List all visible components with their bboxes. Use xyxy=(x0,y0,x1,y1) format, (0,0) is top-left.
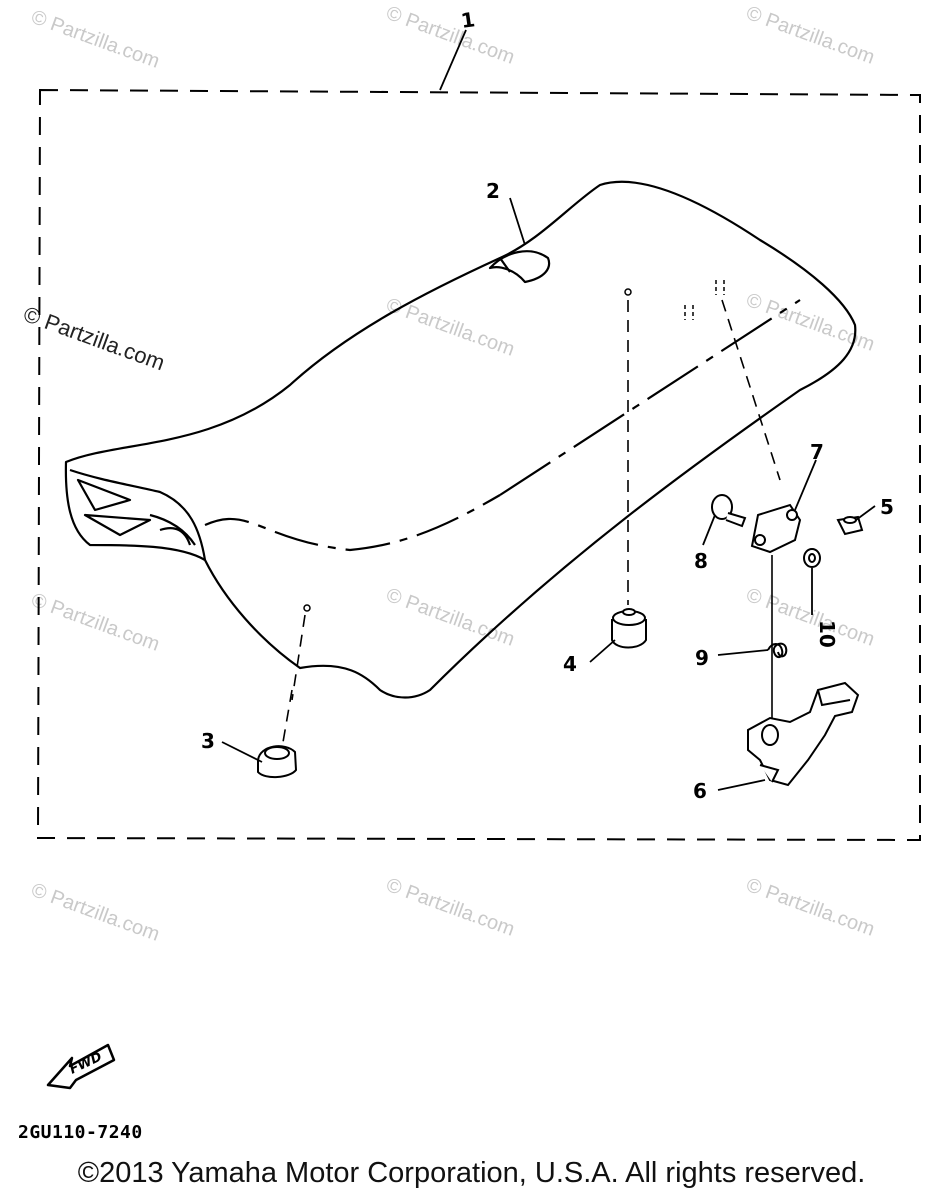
leader-lines xyxy=(221,29,876,791)
watermark: © Partzilla.com xyxy=(28,879,162,946)
callout-1: 1 xyxy=(459,7,476,33)
assembly-boundary xyxy=(36,88,921,842)
watermark: © Partzilla.com xyxy=(28,589,162,656)
callout-6: 6 xyxy=(693,779,707,803)
watermark: © Partzilla.com xyxy=(383,2,517,69)
watermark: © Partzilla.com xyxy=(383,874,517,941)
seat-assembly xyxy=(64,180,857,699)
callout-labels: 1 2 3 4 5 6 7 8 9 10 xyxy=(201,7,894,803)
watermarks: © Partzilla.com © Partzilla.com © Partzi… xyxy=(20,2,877,946)
bracket-part-7 xyxy=(750,503,802,554)
watermark: © Partzilla.com xyxy=(28,6,162,73)
watermark: © Partzilla.com xyxy=(20,301,168,375)
watermark: © Partzilla.com xyxy=(743,584,877,651)
watermark: © Partzilla.com xyxy=(743,2,877,69)
callout-7: 7 xyxy=(810,440,824,464)
callout-10: 10 xyxy=(815,620,839,648)
watermark: © Partzilla.com xyxy=(743,874,877,941)
fwd-arrow-icon: FWD xyxy=(46,1043,116,1090)
lever-part-6 xyxy=(747,681,860,787)
watermark: © Partzilla.com xyxy=(743,289,877,356)
washer-part-10 xyxy=(803,548,821,568)
watermark: © Partzilla.com xyxy=(383,294,517,361)
callout-8: 8 xyxy=(694,549,708,573)
callout-5: 5 xyxy=(880,495,894,519)
damper-part-3 xyxy=(257,745,298,778)
callout-3: 3 xyxy=(201,729,215,753)
nut-part-5 xyxy=(836,515,864,536)
damper-part-4 xyxy=(611,608,647,649)
spring-part-9 xyxy=(767,642,788,658)
callout-2: 2 xyxy=(486,179,500,203)
bolt-part-8 xyxy=(711,494,747,528)
diagram-code: 2GU110-7240 xyxy=(18,1122,143,1143)
copyright-notice: ©2013 Yamaha Motor Corporation, U.S.A. A… xyxy=(77,1157,866,1189)
callout-4: 4 xyxy=(563,652,577,676)
callout-9: 9 xyxy=(695,646,709,670)
centerlines xyxy=(281,299,781,749)
watermark: © Partzilla.com xyxy=(383,584,517,651)
